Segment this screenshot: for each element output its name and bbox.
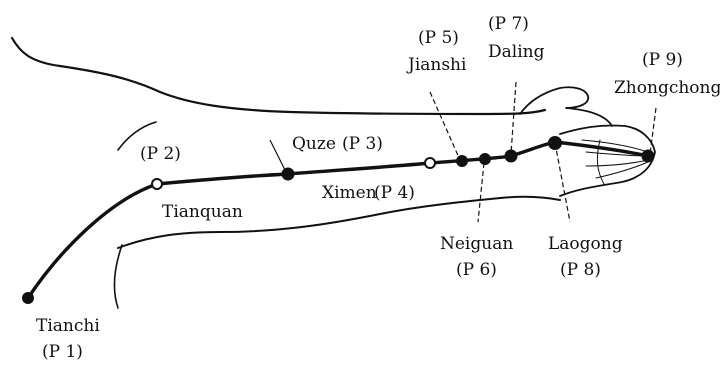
torso-edge bbox=[113, 244, 123, 309]
marker-p8 bbox=[548, 136, 562, 150]
leader-p8 bbox=[554, 142, 571, 223]
arm-lower-outline bbox=[117, 195, 561, 249]
marker-p6 bbox=[479, 153, 491, 165]
label-p3-code: (P 3) bbox=[342, 134, 383, 154]
label-p6-name: Neiguan bbox=[440, 234, 514, 254]
label-p7-code: (P 7) bbox=[488, 14, 529, 34]
label-p7-name: Daling bbox=[488, 42, 545, 62]
leader-p6 bbox=[477, 162, 485, 223]
label-p9-name: Zhongchong bbox=[614, 78, 720, 98]
label-p9-code: (P 9) bbox=[642, 50, 683, 70]
marker-p7 bbox=[504, 149, 518, 163]
marker-p2 bbox=[151, 178, 163, 190]
label-p3-name: Quze bbox=[292, 134, 336, 154]
label-p6-code: (P 6) bbox=[456, 260, 497, 280]
marker-p9 bbox=[641, 149, 655, 163]
label-p1-code: (P 1) bbox=[42, 342, 83, 362]
label-p8-name: Laogong bbox=[548, 234, 623, 254]
label-p2-name: Tianquan bbox=[162, 202, 243, 222]
label-p4-code: (P 4) bbox=[374, 183, 415, 203]
label-p8-code: (P 8) bbox=[560, 260, 601, 280]
label-p2-code: (P 2) bbox=[140, 144, 181, 164]
leader-p3 bbox=[269, 139, 287, 173]
finger-tip bbox=[596, 139, 605, 185]
finger-lines bbox=[581, 139, 649, 179]
label-p1-name: Tianchi bbox=[36, 316, 100, 336]
label-p5-name: Jianshi bbox=[408, 55, 467, 75]
marker-p1 bbox=[22, 292, 34, 304]
armpit-crease bbox=[117, 121, 157, 151]
hand-outline bbox=[559, 124, 656, 197]
marker-p5 bbox=[456, 155, 468, 167]
label-p4-name: Ximen bbox=[322, 183, 377, 203]
marker-p4 bbox=[424, 157, 436, 169]
meridian-line bbox=[26, 140, 650, 300]
marker-p3 bbox=[281, 167, 295, 181]
leader-p5 bbox=[429, 91, 461, 161]
thumb-outline bbox=[519, 86, 613, 127]
shoulder-outline bbox=[10, 36, 547, 116]
leader-p7 bbox=[510, 81, 517, 155]
label-p5-code: (P 5) bbox=[418, 28, 459, 48]
